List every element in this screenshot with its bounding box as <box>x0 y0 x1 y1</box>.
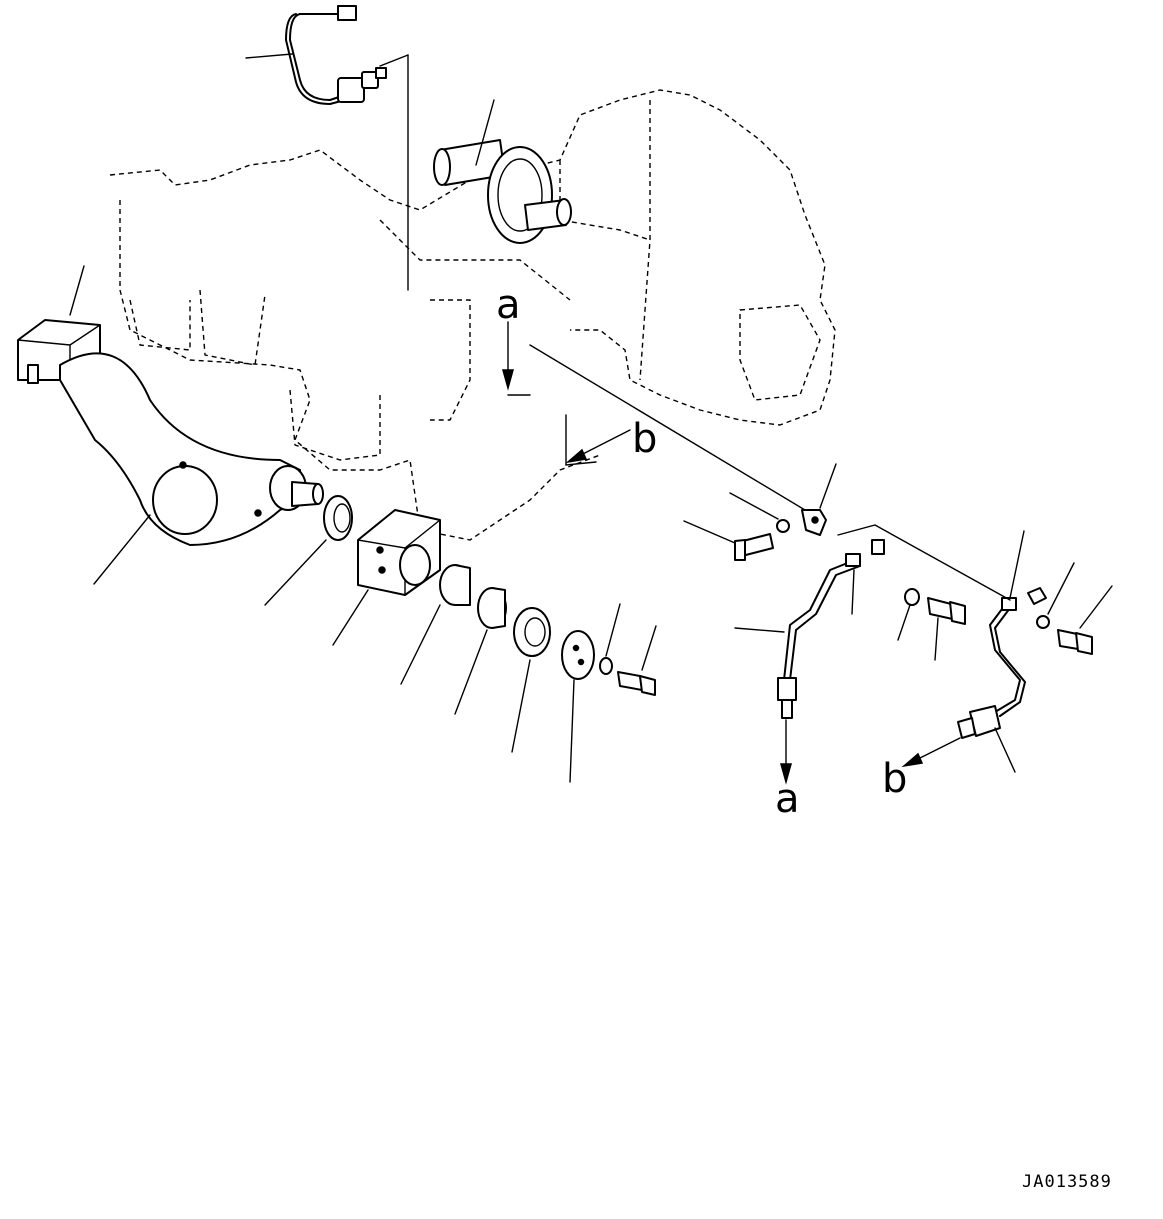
connection-lines <box>379 54 1011 601</box>
reference-letter-b-lower: b <box>882 756 907 802</box>
bolt-far-right <box>1057 629 1093 655</box>
spline-nut <box>513 607 551 657</box>
seal-washer <box>323 495 353 541</box>
transmission-housing-outline <box>109 89 836 541</box>
mounting-arm-assembly <box>17 319 324 546</box>
mid-sensor-harness <box>777 539 885 719</box>
drawing-code: JA013589 <box>1022 1172 1112 1192</box>
washer-right <box>904 588 920 606</box>
clamp-bolt <box>734 519 790 561</box>
bolt-right <box>927 597 966 625</box>
right-sensor-harness <box>957 587 1050 739</box>
output-shaft-flange <box>433 139 572 244</box>
bolt <box>617 671 656 696</box>
bearing-housing-block <box>357 509 441 596</box>
cover-plate <box>561 630 595 680</box>
reference-letter-a-upper: a <box>496 282 521 328</box>
lock-washer <box>599 657 613 675</box>
reference-arrows <box>502 321 961 785</box>
bushing-inner <box>477 587 507 629</box>
reference-letter-a-lower: a <box>775 776 800 822</box>
reference-letter-b-upper: b <box>632 416 657 462</box>
harness-clip <box>801 509 827 536</box>
bushing-outer <box>439 564 471 606</box>
top-sensor-harness <box>285 5 387 105</box>
leader-lines <box>69 53 1113 783</box>
